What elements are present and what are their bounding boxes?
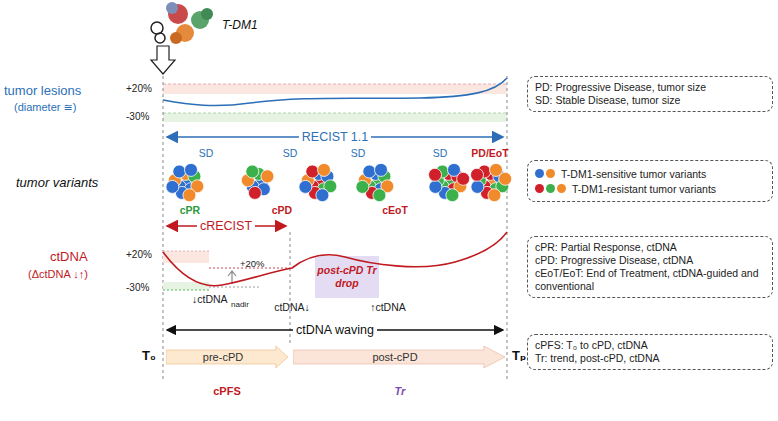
tumor-cell <box>248 186 261 199</box>
text-label: ↓ctDNA <box>192 292 228 306</box>
text-label: SD <box>199 146 214 160</box>
tumor-cell <box>363 165 376 178</box>
text-label: ctDNA↓ <box>274 300 310 314</box>
legend-row: T-DM1-sensitive tumor variants <box>535 166 765 181</box>
tumor-cell <box>306 165 319 178</box>
tumor-cell <box>299 180 312 193</box>
phase-arrow: post-cPD <box>293 346 505 368</box>
definition-box: cPR: Partial Response, ctDNAcPD: Progres… <box>527 236 773 298</box>
text-label: SD <box>433 146 448 160</box>
tumor-cell <box>457 172 470 185</box>
legend-dot <box>546 169 555 178</box>
tumor-cell <box>429 168 442 181</box>
legend-box: T-DM1-sensitive tumor variantsT-DM1-resi… <box>527 160 773 202</box>
text-label: cPR <box>180 203 200 217</box>
tumor-cell <box>173 165 186 178</box>
text-label: T₀ <box>142 349 156 363</box>
node-text: PD: Progressive Disease, tumor size <box>535 81 765 94</box>
text-label: +20% <box>126 248 152 262</box>
node-text: post-cPD Tr drop <box>315 264 379 290</box>
tumor-cell <box>166 180 179 193</box>
text-label: +20% <box>126 82 152 96</box>
tumor-cell <box>261 170 274 183</box>
text-label: Tₚ <box>512 349 526 363</box>
node-text: Tr: trend, post-cPD, ctDNA <box>535 352 765 365</box>
node-text: cPD: Progressive Disease, ctDNA <box>535 254 765 267</box>
text-label: tumor lesions <box>4 84 81 98</box>
antibody-drug-conjugate <box>151 2 213 74</box>
tumor-cell <box>375 163 388 176</box>
tumor-cell <box>429 180 442 193</box>
text-label: Tr <box>395 384 406 398</box>
legend-row: T-DM1-resistant tumor variants <box>535 181 765 196</box>
text-label: cEoT <box>382 203 408 217</box>
tumor-cell <box>185 163 198 176</box>
tumor-cell <box>356 180 369 193</box>
legend-text: T-DM1-sensitive tumor variants <box>561 168 706 180</box>
phase-arrow: pre-cPD <box>166 346 288 368</box>
tumor-cell <box>318 163 331 176</box>
text-label: cPD <box>272 203 292 217</box>
tumor-cell <box>246 165 259 178</box>
text-label: (diameter ≅) <box>14 100 76 114</box>
text-label: -30% <box>126 110 149 124</box>
tumor-cell <box>373 189 386 202</box>
node-text: SD: Stable Disease, tumor size <box>535 94 765 107</box>
text-label: SD <box>283 146 298 160</box>
tumor-cell <box>183 189 196 202</box>
legend-swatch <box>535 184 544 193</box>
legend-text: T-DM1-resistant tumor variants <box>572 183 716 195</box>
legend-swatch <box>535 169 544 178</box>
text-label: T-DM1 <box>222 18 258 32</box>
text-label: nadir <box>231 298 249 312</box>
tumor-cell <box>446 189 459 202</box>
tumor-cell <box>471 180 484 193</box>
node-text: post-cPD <box>372 351 425 364</box>
text-label: (ΔctDNA ↓↑) <box>28 267 88 281</box>
trend-box: post-cPD Tr drop <box>315 256 379 298</box>
tumor-cell <box>316 189 329 202</box>
definition-box: PD: Progressive Disease, tumor sizeSD: S… <box>527 76 773 112</box>
tumor-cell <box>471 168 484 181</box>
node-text: pre-cPD <box>203 351 251 364</box>
node-text: cEoT/EoT: End of Treatment, ctDNA-guided… <box>535 267 765 293</box>
text-label: RECIST 1.1 <box>299 130 371 144</box>
tumor-cell <box>499 172 512 185</box>
text-label: cRECIST <box>197 219 255 233</box>
text-label: tumor variants <box>16 176 98 190</box>
text-label: ↑ctDNA <box>370 300 406 314</box>
text-label: ctDNA <box>50 250 88 264</box>
text-label: ctDNA waving <box>293 323 377 337</box>
text-label: +20% <box>240 257 265 271</box>
text-label: PD/EoT <box>471 146 508 160</box>
node-text: cPFS: T₀ to cPD, ctDNA <box>535 339 765 352</box>
legend-dot <box>557 184 566 193</box>
tumor-cell <box>488 189 501 202</box>
text-label: -30% <box>126 281 149 295</box>
text-label: SD <box>351 146 366 160</box>
node-text: cPR: Partial Response, ctDNA <box>535 241 765 254</box>
definition-box: cPFS: T₀ to cPD, ctDNATr: trend, post-cP… <box>527 334 773 370</box>
text-label: cPFS <box>213 384 241 398</box>
legend-dot <box>546 184 555 193</box>
